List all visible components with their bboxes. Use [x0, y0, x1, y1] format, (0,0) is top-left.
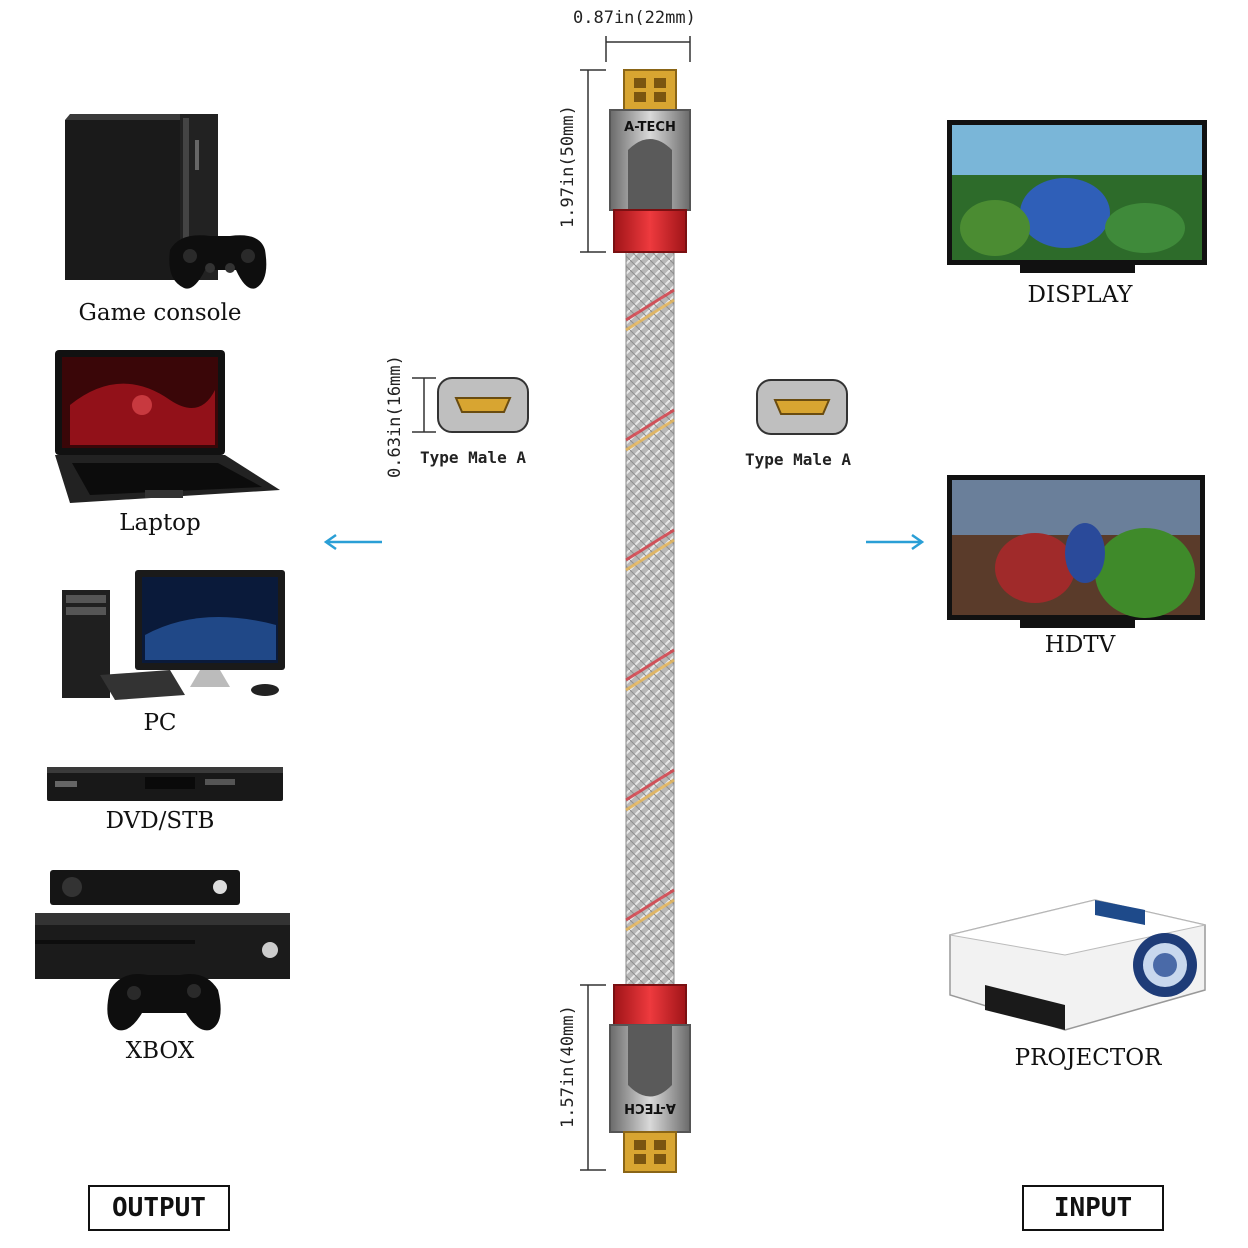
output-arrow-icon	[323, 533, 382, 551]
hdmi-port-right-icon	[756, 379, 848, 435]
laptop-icon	[50, 345, 285, 505]
game-console-label: Game console	[78, 300, 242, 326]
input-arrow-icon	[866, 533, 925, 551]
pc-icon	[60, 565, 295, 705]
bottom-head-length-dimension: 1.57in(40mm)	[558, 1005, 578, 1128]
port-dimension-bracket	[412, 377, 436, 433]
display-icon	[945, 118, 1210, 278]
hdmi-port-left-icon	[437, 377, 529, 433]
xbox-label: XBOX	[125, 1038, 195, 1064]
brand-logo-top: A-TECH	[624, 120, 676, 135]
xbox-icon	[30, 865, 295, 1035]
input-section-label: INPUT	[1022, 1185, 1164, 1231]
right-port-type-label: Type Male A	[745, 450, 851, 469]
display-label: DISPLAY	[1027, 282, 1133, 308]
projector-label: PROJECTOR	[1014, 1045, 1162, 1071]
cable-width-dimension: 0.87in(22mm)	[573, 8, 696, 28]
output-section-label: OUTPUT	[88, 1185, 230, 1231]
dvd-stb-label: DVD/STB	[105, 808, 215, 834]
dvd-player-icon	[45, 765, 285, 805]
laptop-label: Laptop	[119, 510, 201, 536]
left-port-type-label: Type Male A	[420, 448, 526, 467]
hdmi-cable-diagram: A-TECH A-TECH	[580, 36, 691, 1173]
projector-icon	[945, 895, 1215, 1035]
brand-logo-bottom: A-TECH	[624, 1100, 676, 1115]
top-head-length-dimension: 1.97in(50mm)	[558, 105, 578, 228]
game-console-icon	[60, 110, 270, 305]
hdtv-label: HDTV	[1044, 632, 1116, 658]
port-height-dimension: 0.63in(16mm)	[385, 355, 405, 478]
pc-label: PC	[143, 710, 177, 736]
hdtv-icon	[945, 473, 1210, 633]
